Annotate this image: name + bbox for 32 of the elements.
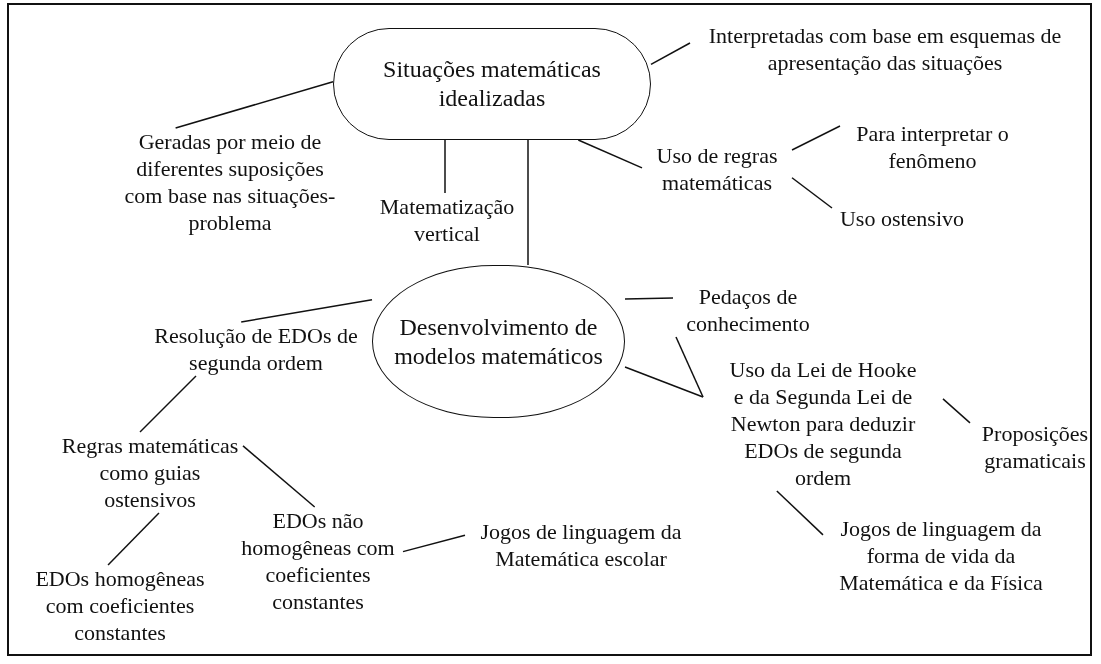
connector-line — [791, 125, 841, 151]
connector-line — [624, 297, 674, 300]
concept-label: EDOs homogêneas com coeficientes constantes — [22, 565, 218, 646]
connector-line — [174, 80, 334, 129]
concept-label: Pedaços de conhecimento — [673, 283, 823, 337]
connector-line — [791, 177, 833, 209]
connector-line — [240, 299, 373, 323]
connector-line — [242, 445, 316, 508]
connector-line — [675, 336, 704, 398]
connector-line — [527, 139, 529, 266]
concept-label: Geradas por meio de diferentes suposições com base nas situações-problema — [120, 128, 340, 236]
concept-label: Jogos de linguagem da Matemática escolar — [465, 518, 697, 572]
concept-label: Uso ostensivo — [832, 205, 972, 232]
concept-label: Interpretadas com base em esquemas de apresentação das situações — [690, 22, 1080, 76]
connector-line — [577, 139, 643, 169]
connector-line — [942, 398, 971, 424]
concept-title: Desenvolvimento de modelos matemáticos — [393, 312, 604, 371]
concept-label: Resolução de EDOs de segunda ordem — [138, 322, 374, 376]
connector-line — [444, 139, 446, 194]
concept-label: Jogos de linguagem da forma de vida da Matemática e da Física — [823, 515, 1059, 596]
concept-label: Matematização vertical — [367, 193, 527, 247]
connector-line — [139, 375, 197, 433]
concept-label: Para interpretar o fenômeno — [840, 120, 1025, 174]
connector-line — [107, 512, 160, 566]
concept-title: Situações matemáticas idealizadas — [382, 55, 602, 113]
connector-line — [776, 490, 824, 536]
connector-line — [624, 366, 704, 398]
concept-label: Uso da Lei de Hooke e da Segunda Lei de Newton para deduzir EDOs de segunda ordem — [703, 356, 943, 491]
concept-label: Proposições gramaticais — [970, 420, 1100, 474]
connector-line — [402, 534, 466, 553]
connector-line — [650, 42, 691, 66]
concept-label: Uso de regras matemáticas — [642, 142, 792, 196]
